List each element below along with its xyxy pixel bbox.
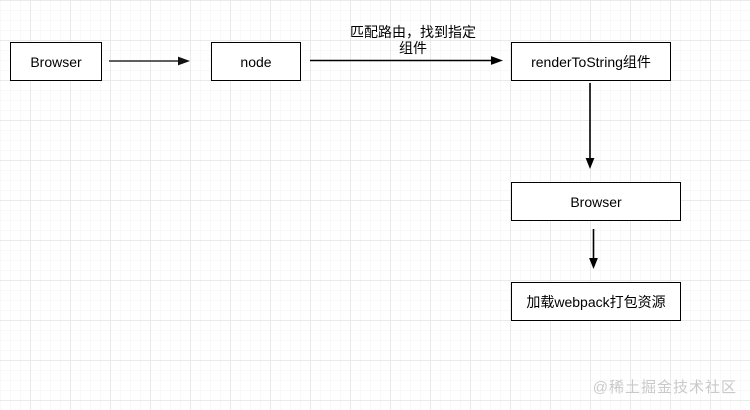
node-label: renderToString组件 bbox=[531, 53, 651, 70]
node-node-server: node bbox=[211, 42, 301, 81]
node-label: 加载webpack打包资源 bbox=[526, 293, 666, 310]
node-label: Browser bbox=[570, 193, 622, 210]
node-label: node bbox=[240, 53, 272, 70]
node-browser-result: Browser bbox=[511, 182, 681, 221]
edge-node-to-rendertostring bbox=[310, 56, 503, 65]
edge-label-line1: 匹配路由，找到指定 bbox=[350, 24, 476, 40]
node-label: Browser bbox=[30, 53, 82, 70]
arrowhead-icon bbox=[491, 56, 503, 65]
node-render-to-string: renderToString组件 bbox=[511, 42, 671, 81]
edge-label-line2: 组件 bbox=[399, 40, 427, 56]
node-load-webpack-assets: 加载webpack打包资源 bbox=[511, 282, 681, 321]
edge-browser-to-webpack bbox=[589, 229, 598, 269]
watermark-juejin: @稀土掘金技术社区 bbox=[592, 379, 737, 396]
edge-label-match-route: 匹配路由，找到指定 组件 bbox=[343, 24, 483, 56]
edge-rendertostring-to-browser bbox=[585, 83, 595, 169]
arrowhead-icon bbox=[178, 56, 190, 66]
node-browser-client: Browser bbox=[10, 42, 102, 81]
arrowhead-icon bbox=[589, 258, 598, 269]
arrowhead-icon bbox=[585, 158, 595, 169]
edge-browser-to-node bbox=[109, 56, 190, 66]
